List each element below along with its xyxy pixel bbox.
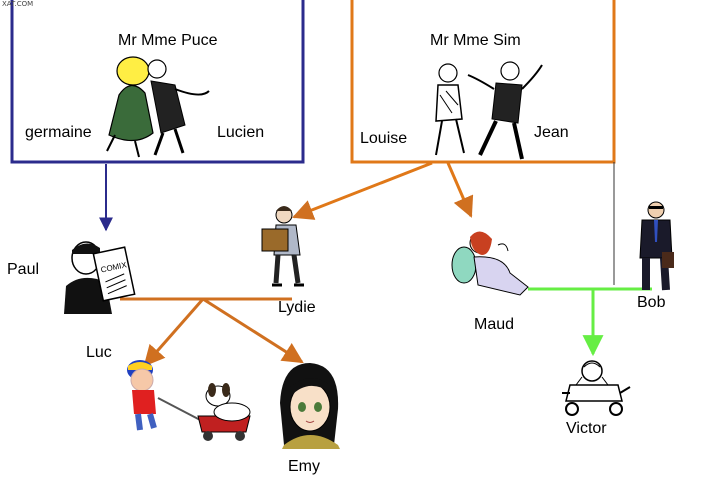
baby-stroller-icon	[562, 360, 631, 416]
label-victor: Victor	[566, 420, 607, 437]
arrow-sim-to-lydie	[292, 161, 433, 220]
label-jean: Jean	[534, 124, 569, 141]
label-louise: Louise	[360, 130, 408, 147]
label-luc: Luc	[86, 344, 112, 361]
woman-carrying-box-icon	[261, 206, 304, 287]
label-lucien: Lucien	[217, 124, 265, 141]
sim-couple-frame	[350, 0, 616, 164]
boy-with-dog-wagon-icon	[127, 360, 251, 441]
label-bob: Bob	[637, 294, 666, 311]
label-lydie: Lydie	[278, 299, 316, 316]
arrow-sim-to-maud	[446, 162, 474, 218]
label-emy: Emy	[288, 458, 320, 475]
puce-couple-frame	[10, 0, 305, 164]
label-germaine: germaine	[25, 124, 92, 141]
label-paul: Paul	[7, 261, 40, 278]
businessman-icon	[639, 201, 674, 291]
reclining-woman-icon	[451, 231, 529, 296]
man-reading-newspaper-icon: COMIX	[64, 241, 136, 314]
arrow-union-to-luc	[143, 298, 205, 367]
label-puce-couple: Mr Mme Puce	[118, 32, 218, 49]
dancing-couple-icon	[106, 56, 210, 158]
girl-portrait-icon	[280, 363, 340, 449]
label-sim-couple: Mr Mme Sim	[430, 32, 521, 49]
corner-watermark: XAT.COM	[2, 0, 34, 8]
label-maud: Maud	[474, 316, 515, 333]
dancing-couple-icon	[435, 61, 543, 160]
arrow-union-to-emy	[202, 297, 304, 364]
